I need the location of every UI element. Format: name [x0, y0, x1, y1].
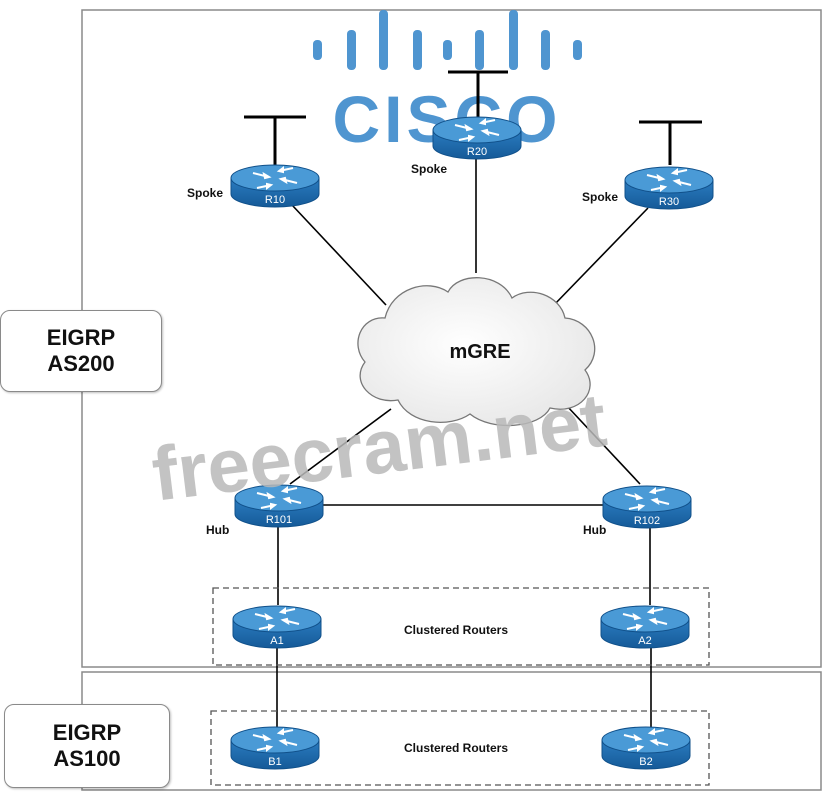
svg-text:B1: B1: [268, 756, 281, 768]
router-R20: R20: [432, 116, 522, 160]
router-R101: R101: [234, 484, 324, 528]
as100-zone: [81, 671, 822, 791]
cluster-box-as200: [212, 587, 710, 666]
role-label-R102: Hub: [583, 523, 606, 537]
router-B2: B2: [601, 726, 691, 770]
svg-text:R30: R30: [659, 196, 679, 208]
router-R102: R102: [602, 485, 692, 529]
zone-label-as100-line2: AS100: [53, 746, 121, 771]
mgre-label: mGRE: [449, 341, 510, 363]
role-label-R10: Spoke: [187, 186, 223, 200]
zone-label-as200-line1: EIGRP: [46, 325, 116, 350]
svg-text:R102: R102: [634, 515, 660, 527]
svg-text:R10: R10: [265, 194, 285, 206]
cisco-logo-bars: [313, 10, 582, 70]
svg-text:A2: A2: [638, 635, 651, 647]
role-label-R20: Spoke: [411, 162, 447, 176]
zone-label-as200: EIGRP AS200: [0, 310, 162, 392]
cluster-label-as200: Clustered Routers: [404, 623, 508, 637]
svg-text:A1: A1: [270, 635, 283, 647]
mgre-cloud: [357, 277, 596, 427]
zone-label-as200-line2: AS200: [47, 351, 115, 376]
role-label-R30: Spoke: [582, 190, 618, 204]
cluster-box-as100: [210, 710, 710, 786]
role-label-R101: Hub: [206, 523, 229, 537]
zone-label-as100-line1: EIGRP: [52, 720, 122, 745]
zone-label-as100: EIGRP AS100: [4, 704, 170, 788]
router-A1: A1: [232, 605, 322, 649]
svg-text:R101: R101: [266, 514, 292, 526]
cluster-label-as100: Clustered Routers: [404, 741, 508, 755]
svg-text:R20: R20: [467, 146, 487, 158]
links: [276, 158, 652, 727]
router-R10: R10: [230, 164, 320, 208]
router-A2: A2: [600, 605, 690, 649]
router-R30: R30: [624, 166, 714, 210]
router-B1: B1: [230, 726, 320, 770]
spoke-antennas: [244, 70, 702, 165]
svg-text:B2: B2: [639, 756, 652, 768]
